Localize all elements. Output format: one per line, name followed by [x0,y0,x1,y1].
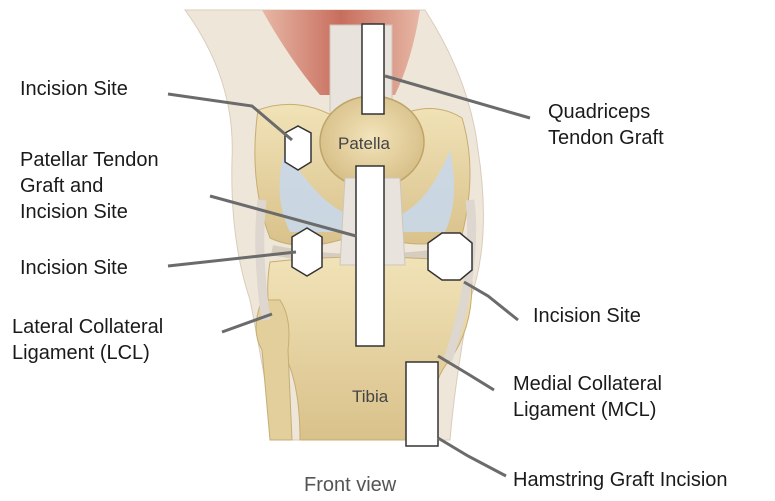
label-incision-site-mid-left: Incision Site [20,255,128,281]
label-line: Patellar Tendon [20,147,159,173]
label-line: Incision Site [533,303,641,329]
label-line: Quadriceps [548,99,664,125]
quadriceps-graft-marker [362,24,384,114]
patellar-tendon-graft-marker [356,166,384,346]
incision-hexagon-mid-left [292,228,322,276]
label-line: Graft and [20,173,159,199]
incision-hexagon-right [428,233,472,280]
label-line: Incision Site [20,76,128,102]
label-line: Incision Site [20,199,159,225]
label-line: Hamstring Graft Incision [513,467,728,493]
tibia-label: Tibia [352,387,389,406]
label-incision-site-right: Incision Site [533,303,641,329]
label-line: Medial Collateral [513,371,662,397]
label-incision-site-upper-left: Incision Site [20,76,128,102]
label-line: Lateral Collateral [12,314,163,340]
label-line: Ligament (LCL) [12,340,163,366]
label-line: Ligament (MCL) [513,397,662,423]
label-line: Tendon Graft [548,125,664,151]
leader-incision-right [464,282,518,320]
incision-hexagon-upper-left [285,126,311,170]
label-patellar-tendon-graft: Patellar Tendon Graft and Incision Site [20,147,159,225]
fibula [256,300,292,440]
label-line: Incision Site [20,255,128,281]
figure-caption: Front view [304,474,396,497]
label-hamstring-graft-incision: Hamstring Graft Incision [513,467,728,493]
leader-hamstring [438,438,506,476]
patella-label: Patella [338,134,391,153]
label-medial-collateral-ligament: Medial Collateral Ligament (MCL) [513,371,662,423]
label-quadriceps-tendon-graft: Quadriceps Tendon Graft [548,99,664,151]
label-lateral-collateral-ligament: Lateral Collateral Ligament (LCL) [12,314,163,366]
hamstring-graft-marker [406,362,438,446]
